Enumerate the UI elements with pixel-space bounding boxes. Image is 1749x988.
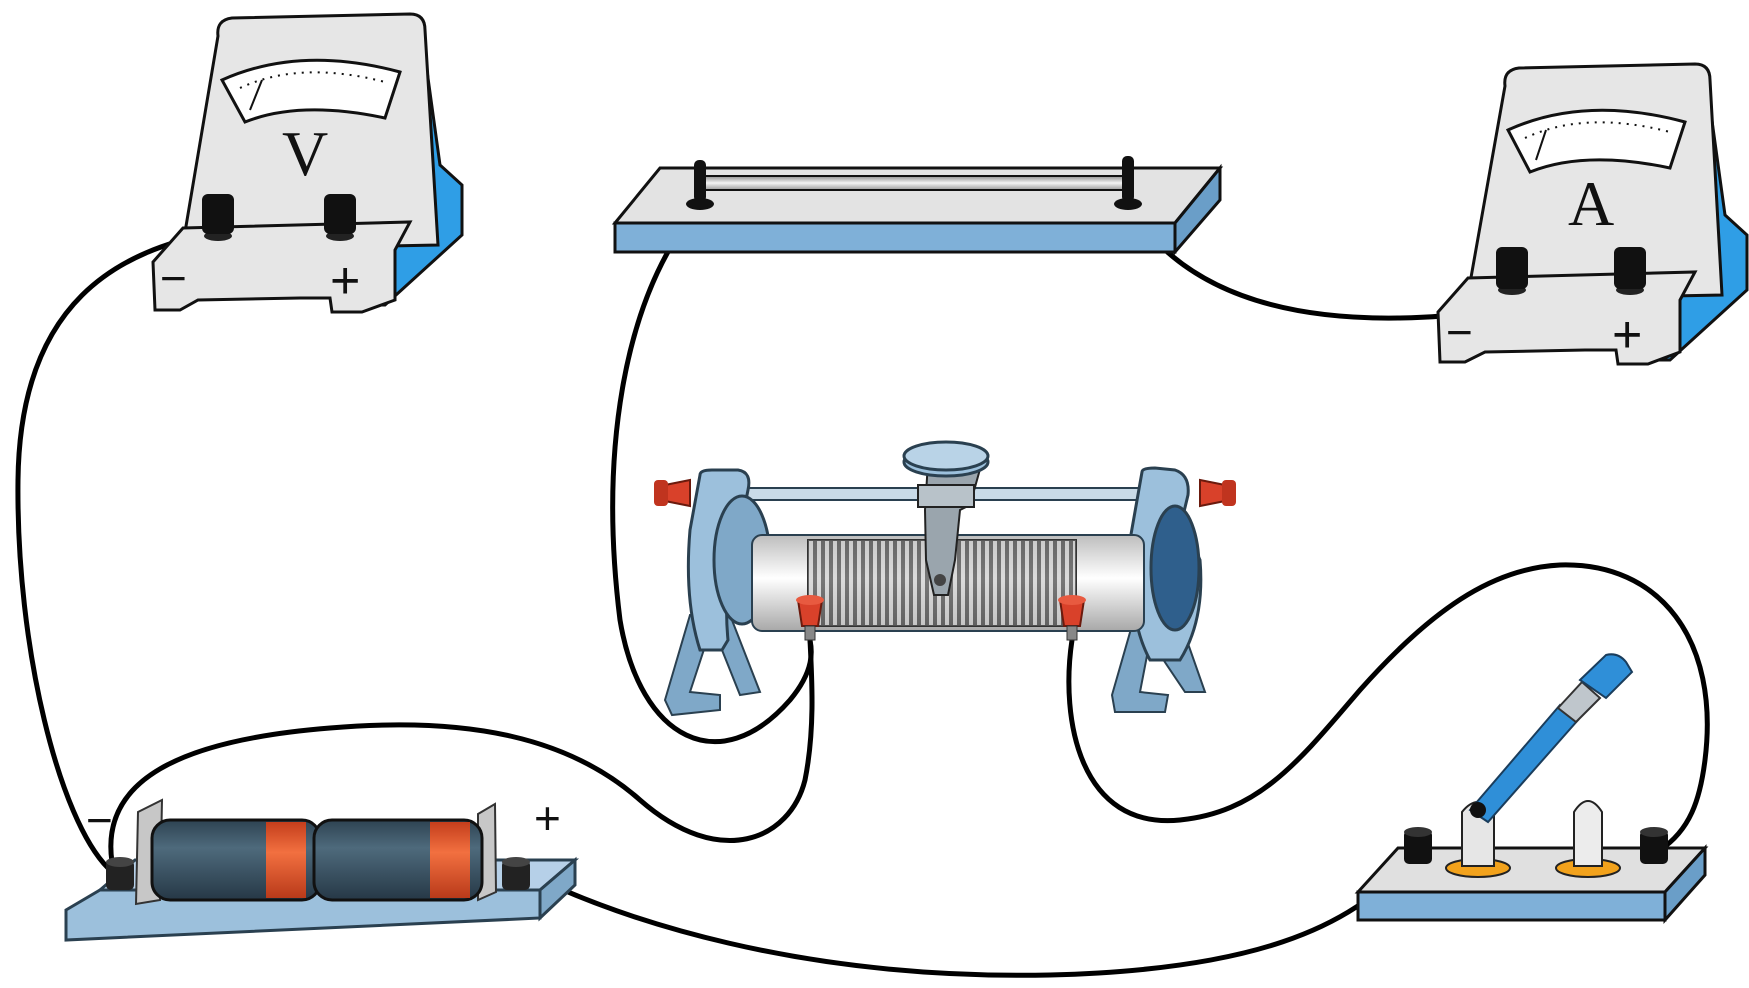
switch-left-terminal[interactable] <box>1404 827 1432 864</box>
voltmeter-pos-symbol: + <box>330 252 360 310</box>
battery-cell-2-band <box>430 822 470 898</box>
wire-battery-neg-to-rheostat-left <box>108 637 815 865</box>
wire-battery-pos-to-switch-left <box>517 857 1413 978</box>
battery-neg-terminal[interactable] <box>106 857 134 890</box>
rheostat-top-right-cap[interactable] <box>1199 478 1236 508</box>
resistance-wire <box>699 175 1129 191</box>
voltmeter-neg-symbol: − <box>160 252 187 304</box>
battery-base-side <box>538 856 577 922</box>
resistance-wire-board[interactable] <box>611 156 1224 257</box>
battery-pack[interactable]: − + <box>64 792 580 942</box>
board-front <box>613 221 1177 254</box>
ammeter-dial <box>1505 108 1687 174</box>
wire-resistor-left-to-rheostat-left <box>610 202 814 744</box>
board-side <box>1173 163 1222 257</box>
board-left-post[interactable] <box>686 160 714 210</box>
voltmeter-neg-terminal[interactable] <box>202 194 234 241</box>
ammeter[interactable]: A − + <box>1436 62 1749 366</box>
switch-base-front <box>1356 890 1667 922</box>
battery-neg-symbol: − <box>86 794 113 846</box>
ammeter-neg-symbol: − <box>1446 306 1473 358</box>
rheostat-left-leg <box>663 614 762 717</box>
board-right-post[interactable] <box>1114 156 1142 210</box>
voltmeter-base <box>151 220 413 314</box>
wire-rheostat-right-to-switch-left <box>1066 562 1710 853</box>
rheostat[interactable] <box>654 440 1236 717</box>
ammeter-pos-terminal[interactable] <box>1614 247 1646 295</box>
switch-handle[interactable] <box>1468 653 1634 824</box>
switch-clip-post <box>1573 800 1603 867</box>
voltmeter[interactable]: V − + <box>151 12 464 314</box>
rheostat-bottom-right-terminal[interactable] <box>1058 595 1086 641</box>
ammeter-pos-symbol: + <box>1612 306 1642 364</box>
battery-pos-symbol: + <box>534 792 561 844</box>
rheostat-slider[interactable] <box>902 440 990 596</box>
battery-pos-terminal[interactable] <box>502 857 530 890</box>
knife-switch[interactable] <box>1354 653 1709 924</box>
ammeter-label: A <box>1568 168 1614 239</box>
switch-base-side <box>1663 844 1707 924</box>
battery-cell-1-band <box>266 822 306 898</box>
rheostat-top-left-cap[interactable] <box>654 478 691 508</box>
voltmeter-label: V <box>282 118 328 189</box>
voltmeter-dial <box>219 58 402 124</box>
wire-voltmeter-neg-to-battery-neg <box>15 229 221 871</box>
ammeter-neg-terminal[interactable] <box>1496 247 1528 295</box>
ammeter-base <box>1436 270 1698 366</box>
wires <box>15 202 1710 978</box>
rheostat-bottom-left-terminal[interactable] <box>796 595 824 641</box>
voltmeter-pos-terminal[interactable] <box>324 194 356 241</box>
switch-right-terminal[interactable] <box>1640 827 1668 864</box>
